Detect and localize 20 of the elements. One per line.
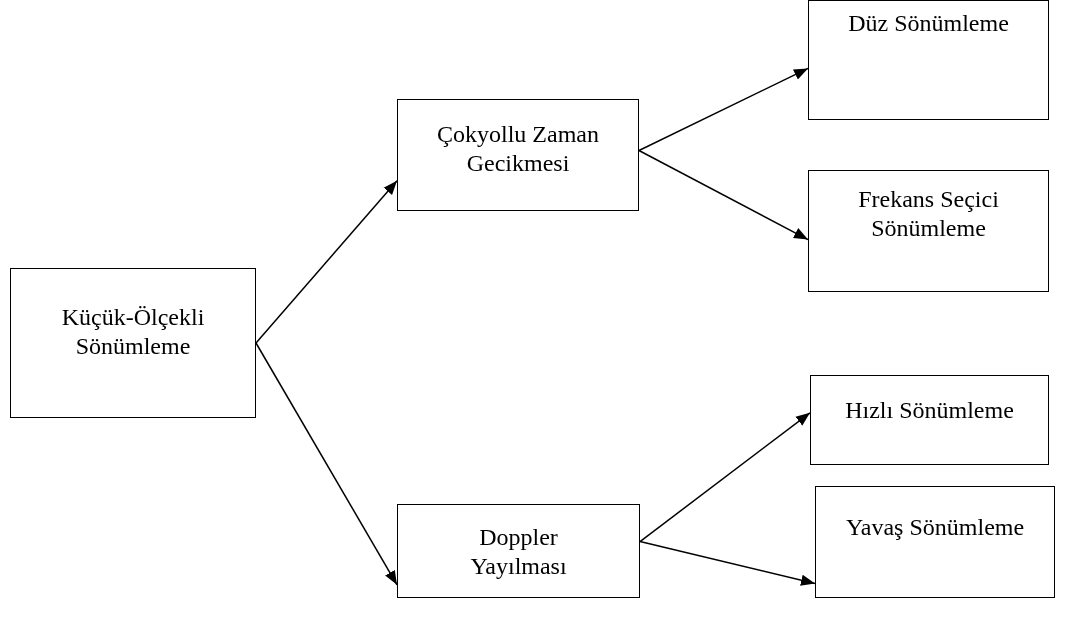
arrow: [255, 342, 398, 586]
box-label: Frekans Seçici Sönümleme: [857, 185, 1000, 243]
arrow: [639, 540, 816, 586]
process-box: [810, 375, 1049, 465]
box-label: Çokyollu Zaman Gecikmesi: [436, 120, 600, 178]
process-box: [397, 99, 639, 211]
arrow: [638, 67, 809, 152]
box-label: Doppler Yayılması: [469, 523, 568, 581]
process-box: [397, 504, 640, 598]
box-label: Hızlı Sönümleme: [845, 396, 1014, 425]
process-box: [815, 486, 1055, 598]
arrow: [638, 149, 809, 241]
arrow: [255, 180, 398, 344]
process-box: [808, 170, 1049, 292]
box-label: Yavaş Sönümleme: [845, 513, 1025, 542]
process-box: [808, 0, 1049, 120]
process-box: [10, 268, 256, 418]
arrow: [639, 412, 811, 543]
box-label: Düz Sönümleme: [848, 9, 1009, 38]
box-label: Küçük-Ölçekli Sönümleme: [60, 303, 206, 361]
